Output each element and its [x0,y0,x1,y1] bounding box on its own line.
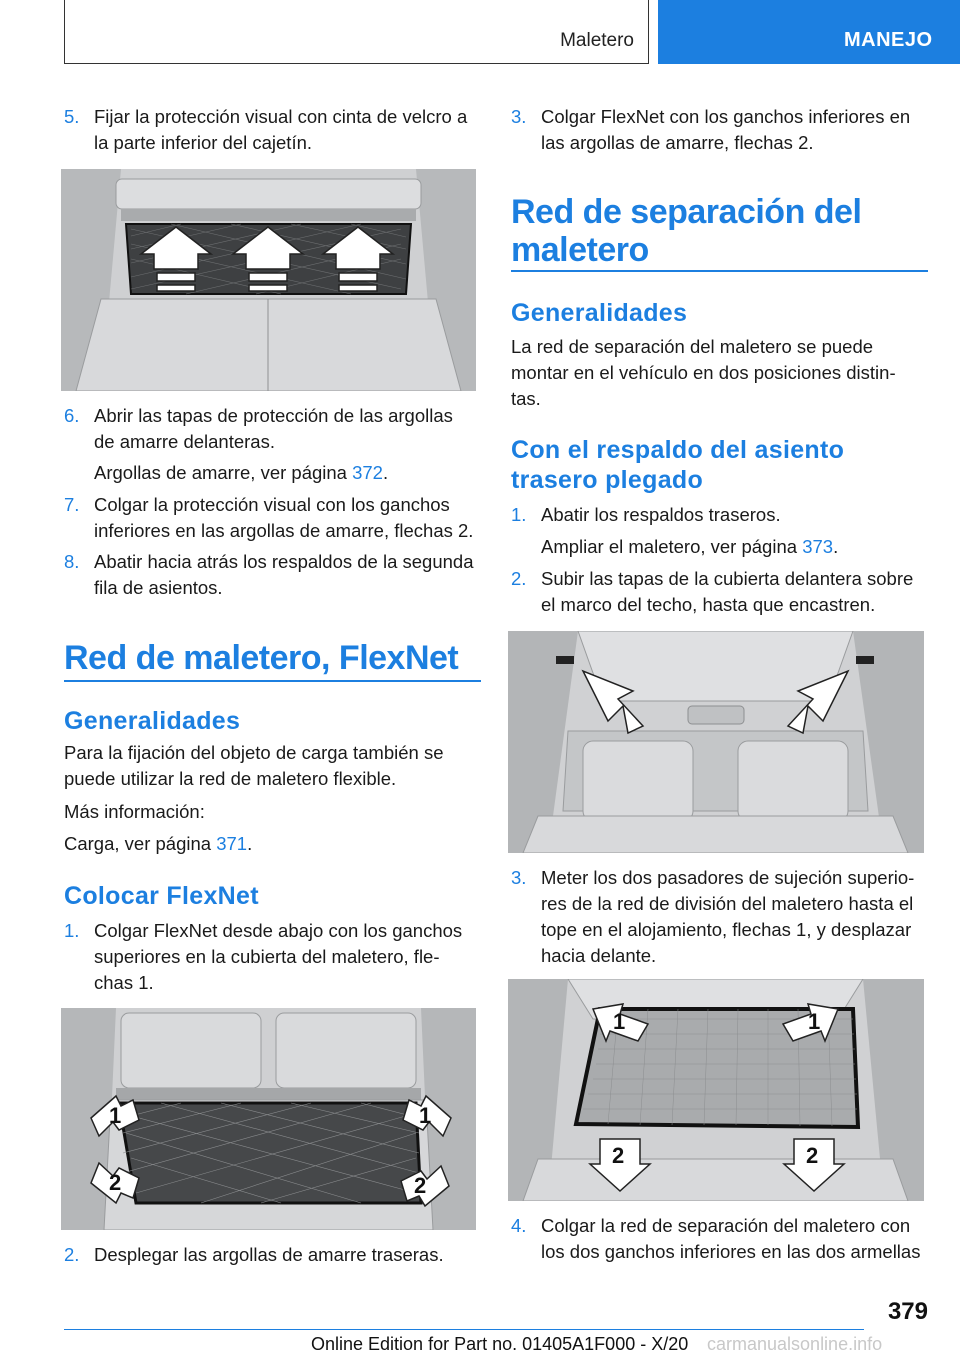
page-link-373[interactable]: 373 [802,536,834,557]
step-number: 7. [64,494,80,515]
step-text: Abatir los respaldos traseros. [541,504,781,525]
page-link-372[interactable]: 372 [352,462,383,483]
figure-trunk-privacy-screen [61,169,476,391]
header-chapter-title: MANEJO [844,29,933,51]
footer-rule [64,1329,864,1330]
arrow-label-1-left: 1 [109,1103,121,1128]
carga-reference: Carga, ver página 371. [64,833,253,854]
step-text: Abatir hacia atrás los respaldos de la s… [94,551,474,598]
step-1-reference: Ampliar el maletero, ver página 373. [541,536,839,557]
arrow-label-2-left: 2 [612,1143,624,1168]
step-text: Colgar la protección visual con los ganc… [94,494,474,541]
figure-roof-frame-covers [508,631,924,853]
header-chapter-tab: MANEJO [658,0,960,64]
step-number: 5. [64,106,80,127]
step-number: 2. [64,1244,80,1265]
header-section-tab: Maletero [64,0,649,64]
paragraph-generalidades: Para la fijación del objeto de carga tam… [64,742,444,789]
figure-flexnet-mounted: 1 1 2 2 [61,1008,476,1230]
step-text: Colgar la red de separación del maletero… [541,1215,921,1262]
more-info-label: Más información: [64,801,205,822]
step-text: Abrir las tapas de protección de las arg… [94,405,453,452]
step-text: Fijar la protección visual con cinta de … [94,106,468,153]
step-number: 8. [64,551,80,572]
step-text: Desplegar las argollas de amarre trasera… [94,1244,444,1265]
edition-text: Online Edition for Part no. 01405A1F000 … [311,1334,689,1354]
arrow-label-1-right: 1 [419,1103,431,1128]
step-number: 3. [511,106,527,127]
step-number: 6. [64,405,80,426]
step-number: 1. [64,920,80,941]
arrow-label-2-right: 2 [414,1173,426,1198]
arrow-label-2-right: 2 [806,1143,818,1168]
page-link-371[interactable]: 371 [216,833,248,854]
section-heading-flexnet: Red de maletero, FlexNet [64,639,459,677]
figure-separation-net-mounted: 1 1 2 2 [508,979,924,1201]
step-number: 2. [511,568,527,589]
page-number: 379 [887,1298,928,1325]
subheading-generalidades-right: Generalidades [511,299,688,327]
watermark: carmanualsonline.info [707,1334,883,1354]
arrow-label-1-left: 1 [613,1009,625,1034]
subheading-generalidades: Generalidades [64,707,241,735]
step-number: 4. [511,1215,527,1236]
step-text: Colgar FlexNet desde abajo con los ganch… [94,920,463,993]
step-6-reference: Argollas de amarre, ver página 372. [94,462,389,483]
subheading-colocar-flexnet: Colocar FlexNet [64,882,259,910]
step-text: Subir las tapas de la cubierta delantera… [541,568,914,615]
step-number: 1. [511,504,527,525]
step-text: Colgar FlexNet con los ganchos inferiore… [541,106,911,153]
heading-rule [511,270,928,272]
paragraph-generalidades-right: La red de separación del maletero se pue… [511,336,896,409]
heading-rule [64,680,481,682]
arrow-label-2-left: 2 [109,1170,121,1195]
arrow-label-1-right: 1 [808,1009,820,1034]
step-number: 3. [511,867,527,888]
header-section-title: Maletero [560,30,634,51]
step-text: Meter los dos pasadores de sujeción supe… [541,867,915,966]
